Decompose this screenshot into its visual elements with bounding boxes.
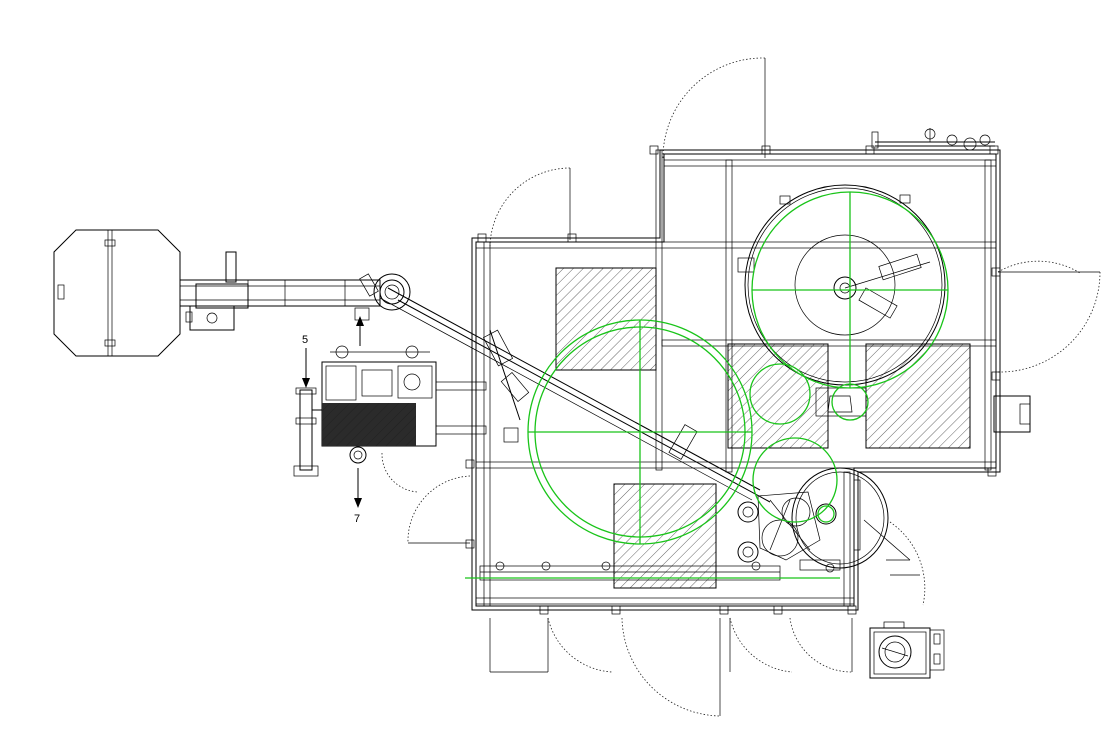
door-swings [381,57,1101,717]
pump-station [293,345,487,477]
main-frame [465,145,1001,615]
detached-unit [869,621,945,679]
elbow-unit [354,273,411,321]
top-manifold [871,128,995,151]
hatched-panels [555,267,971,589]
outlet-number-label: 7 [354,513,360,525]
door-leaves [408,58,1100,716]
callout-notes [863,519,920,576]
diagonal-chute [379,287,771,503]
capper-mechanism [737,467,889,571]
inlet-number-label: 5 [302,334,308,346]
conveyor-arm [179,251,381,331]
flow-indicators: 5 7 [302,316,364,525]
octagon-hopper [53,229,181,357]
motion-envelopes [527,191,949,545]
